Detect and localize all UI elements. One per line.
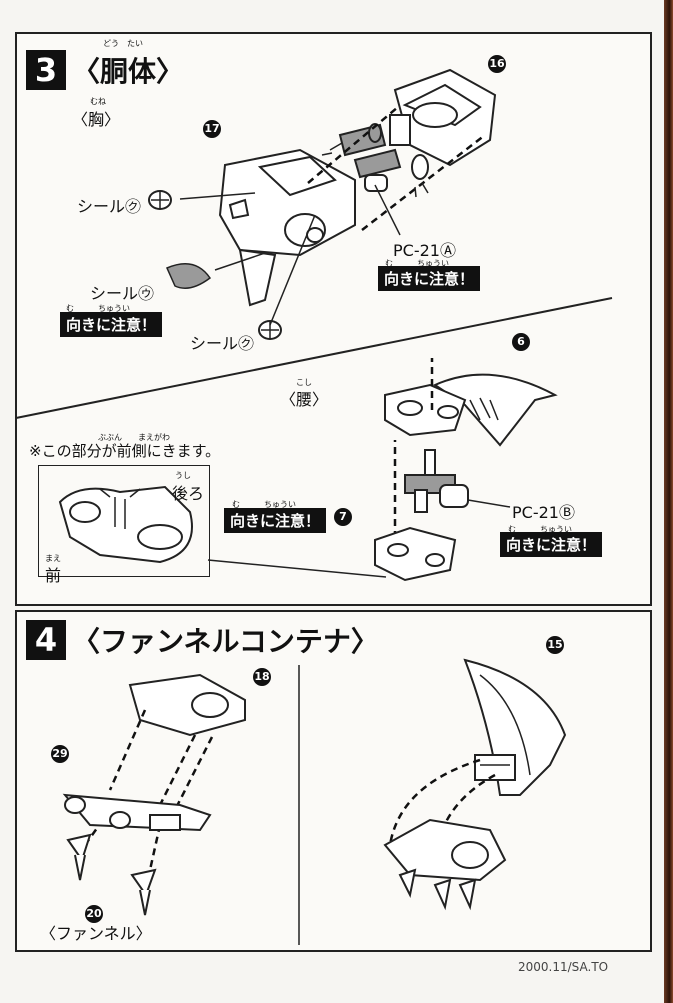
step4-panel [15, 610, 652, 952]
chest-label: 〈胸〉 [72, 110, 121, 129]
waist-assembly-drawing [374, 358, 558, 582]
caution-callout-3: 向きに注意！ [500, 532, 603, 557]
caution-ruby-1: む ちゅうい [66, 304, 130, 313]
back-ruby: うし [175, 471, 191, 480]
chest-assembly-drawing [218, 68, 497, 307]
step3-divider [15, 297, 613, 419]
part-6-label: 6 [512, 333, 530, 351]
seal-leaders [179, 192, 316, 326]
part-20-label: 20 [85, 905, 103, 923]
seal-ku-1-label: シール㋗ [77, 197, 142, 216]
note-ruby: ぶぶん まえがわ [98, 433, 170, 442]
step4-number: 4 [26, 620, 66, 660]
part-29-label: 29 [51, 745, 69, 763]
footer-credit: 2000.11/SA.TO [518, 960, 609, 974]
part-17-label: 17 [203, 120, 221, 138]
note-text: ※この部分が前側にきます。 [29, 442, 221, 460]
caution-callout-4: 向きに注意！ [224, 508, 327, 533]
pc21b-label: PC-21Ⓑ [512, 503, 575, 522]
inset-leader [207, 559, 387, 578]
caution-ruby-3: む ちゅうい [508, 525, 572, 534]
part-18-label: 18 [253, 668, 271, 686]
part-7-label: 7 [334, 508, 352, 526]
inset-drawing [58, 485, 193, 564]
back-label: 後ろ [172, 484, 205, 503]
step3-title: 〈胴体〉 [72, 55, 185, 88]
waist-ruby: こし [296, 378, 312, 387]
step3-number: 3 [26, 50, 66, 90]
chest-ruby: むね [90, 97, 106, 106]
funnel-container-left-drawing [62, 673, 246, 916]
pc21a-label: PC-21Ⓐ [393, 241, 456, 260]
front-ruby: まえ [45, 554, 61, 563]
caution-callout-1: 向きに注意！ [60, 312, 163, 337]
seal-ku-2-icon [258, 320, 282, 340]
seal-ku-2-label: シール㋗ [190, 334, 255, 353]
step4-title: 〈ファンネルコンテナ〉 [72, 625, 379, 658]
caution-ruby-2: む ちゅうい [385, 259, 449, 268]
caution-callout-2: 向きに注意！ [378, 266, 481, 291]
step3-title-ruby: どう たい [103, 39, 143, 48]
part-15-label: 15 [546, 636, 564, 654]
step4-divider [298, 665, 300, 945]
part-16-label: 16 [488, 55, 506, 73]
caution-ruby-4: む ちゅうい [232, 500, 296, 509]
seal-ku-1-icon [148, 190, 172, 210]
page-edge [664, 0, 673, 1003]
funnel-label: 〈ファンネル〉 [40, 924, 152, 943]
waist-label: 〈腰〉 [280, 390, 329, 409]
funnel-container-right-drawing [383, 658, 567, 911]
seal-u-label: シール㋒ [90, 284, 155, 303]
seal-u-icon [166, 263, 212, 289]
front-label: 前 [45, 566, 62, 585]
